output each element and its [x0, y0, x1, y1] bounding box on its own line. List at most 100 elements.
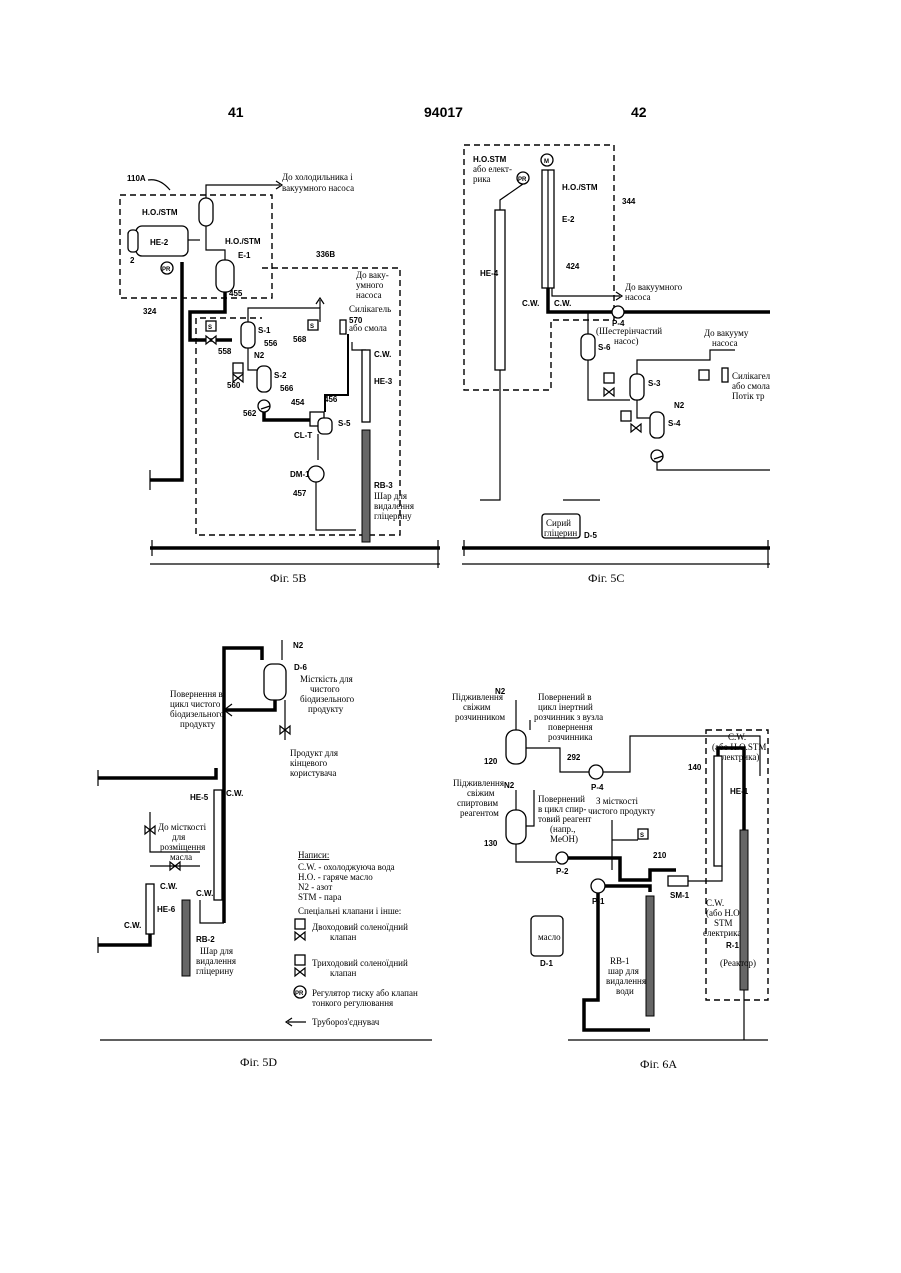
- e2-label: E-2: [562, 215, 575, 224]
- fig-5d-caption: Фіг. 5D: [240, 1055, 277, 1069]
- rb3-desc-2: видалення: [374, 501, 414, 511]
- oil-desc-1: До місткості: [158, 822, 207, 832]
- fig-5c-caption: Фіг. 5C: [588, 571, 624, 585]
- n2-label: N2: [254, 351, 265, 360]
- pipe-left-return: [150, 262, 182, 480]
- ret-solvent-4: повернення: [548, 722, 593, 732]
- legend-three-way-1: Триходовий соленоїдний: [312, 958, 408, 968]
- feed-solvent-3: розчинником: [455, 712, 505, 722]
- ho-stm-top-3: рика: [473, 174, 491, 184]
- s4-label: S-4: [668, 419, 681, 428]
- heat-exchanger-he4: [495, 210, 505, 370]
- silica-gel-5c-3: Потік тр: [732, 391, 765, 401]
- vessel-s2: [257, 366, 271, 392]
- rb1-desc-3: води: [616, 986, 634, 996]
- tank-d6: [264, 664, 286, 700]
- cw-top-1: C.W.: [728, 732, 746, 742]
- ref-344: 344: [622, 197, 636, 206]
- return-desc-4: продукту: [180, 719, 216, 729]
- ret-reag-5: MeOH): [550, 834, 578, 844]
- vessel-130: [506, 810, 526, 844]
- vessel-s5: [318, 418, 332, 434]
- to-condenser-label-1: До холодильника і: [282, 172, 353, 182]
- legend-pr-1: Регулятор тиску або клапан: [312, 988, 418, 998]
- legend-two-way-1: Двоходовий соленоїдний: [312, 922, 408, 932]
- n2-label-5d: N2: [293, 641, 304, 650]
- cw-5d-d: C.W.: [124, 921, 141, 930]
- feed-alc-2: свіжим: [467, 788, 495, 798]
- legend-pr-2: тонкого регулювання: [312, 998, 393, 1008]
- return-desc-3: біодизельного: [170, 709, 225, 719]
- product-desc-1: Продукт для: [290, 748, 338, 758]
- vessel-s3: [630, 374, 644, 400]
- s3-label: S-3: [648, 379, 661, 388]
- pipe-5d-main: [224, 648, 262, 923]
- clt-label: CL-T: [294, 431, 312, 440]
- s1-label: S-1: [258, 326, 271, 335]
- ref-120: 120: [484, 757, 498, 766]
- cw-label: C.W.: [374, 350, 391, 359]
- ret-reag-3: товий реагент: [538, 814, 591, 824]
- vessel-s1: [241, 322, 255, 348]
- cw-bot-1: C.W.: [706, 898, 724, 908]
- sv-568: S: [310, 324, 314, 330]
- rb3-desc-1: Шар для: [374, 491, 407, 501]
- ref-556: 556: [264, 339, 278, 348]
- figure-5c: H.O.STM або елект- рика PR M H.O./STM E-…: [462, 145, 771, 585]
- solenoid-valve-5c-a: [604, 373, 614, 383]
- legend-three-way-2: клапан: [330, 968, 357, 978]
- ref-324: 324: [143, 307, 157, 316]
- ref-568: 568: [293, 335, 307, 344]
- ref-566: 566: [280, 384, 294, 393]
- return-desc-2: цикл чистого: [170, 699, 221, 709]
- crude-glycerin-1: Сирий: [546, 518, 571, 528]
- separator-vessel: [199, 198, 213, 226]
- ref-424: 424: [566, 262, 580, 271]
- s5-label: S-5: [338, 419, 351, 428]
- ret-solvent-3: розчинник з вузла: [534, 712, 603, 722]
- gear-pump-p4: [612, 306, 624, 318]
- solenoid-valve-5c-c: [621, 411, 631, 421]
- to-condenser-label-2: вакуумного насоса: [282, 183, 354, 193]
- ho-stm-label-2: H.O./STM: [225, 237, 261, 246]
- cw-5d-a: C.W.: [226, 789, 243, 798]
- ref-558: 558: [218, 347, 232, 356]
- cw-bot-2: (або H.O.: [706, 908, 742, 918]
- ref-210: 210: [653, 851, 667, 860]
- ref-110a: 110A: [127, 174, 146, 183]
- rb1-desc-1: шар для: [608, 966, 639, 976]
- d6-label: D-6: [294, 663, 307, 672]
- sv-s1: S: [208, 325, 212, 331]
- he3-label: HE-3: [374, 377, 393, 386]
- legend-two-way-2: клапан: [330, 932, 357, 942]
- product-desc-3: користувача: [290, 768, 336, 778]
- feed-solvent-1: Підживлення: [452, 692, 503, 702]
- sv-6a: S: [640, 833, 644, 839]
- ref-2: 2: [130, 256, 135, 265]
- ret-solvent-5: розчинника: [548, 732, 592, 742]
- d6-desc-3: біодизельного: [300, 694, 355, 704]
- to-vacuum-3: насоса: [356, 290, 382, 300]
- r1-desc: (Реактор): [720, 958, 756, 968]
- to-vacuum-5c-1: До вакуумного: [625, 282, 683, 292]
- valve-5c-c: [631, 424, 641, 432]
- legend-title: Написи:: [298, 850, 329, 860]
- ho-stm-5c: H.O./STM: [562, 183, 598, 192]
- product-desc-2: кінцевого: [290, 758, 328, 768]
- d5-label: D-5: [584, 531, 597, 540]
- he6-label: HE-6: [157, 905, 176, 914]
- legend-three-way-valve-icon: [295, 968, 305, 976]
- feed-alc-3: спиртовим: [457, 798, 498, 808]
- to-vacuum-1: До ваку-: [356, 270, 389, 280]
- resin-bed-rb1: [646, 896, 654, 1016]
- rb1-desc-2: видалення: [606, 976, 646, 986]
- rb1-label: RB-1: [610, 956, 630, 966]
- legend-line-1: C.W. - охолоджуюча вода: [298, 862, 395, 872]
- legend-two-way-icon: [295, 919, 305, 929]
- d6-desc-4: продукту: [308, 704, 344, 714]
- e1-label: E-1: [238, 251, 251, 260]
- ret-solvent-2: цикл інертний: [538, 702, 593, 712]
- he4-label: HE-4: [480, 269, 499, 278]
- pump-p1: [591, 879, 605, 893]
